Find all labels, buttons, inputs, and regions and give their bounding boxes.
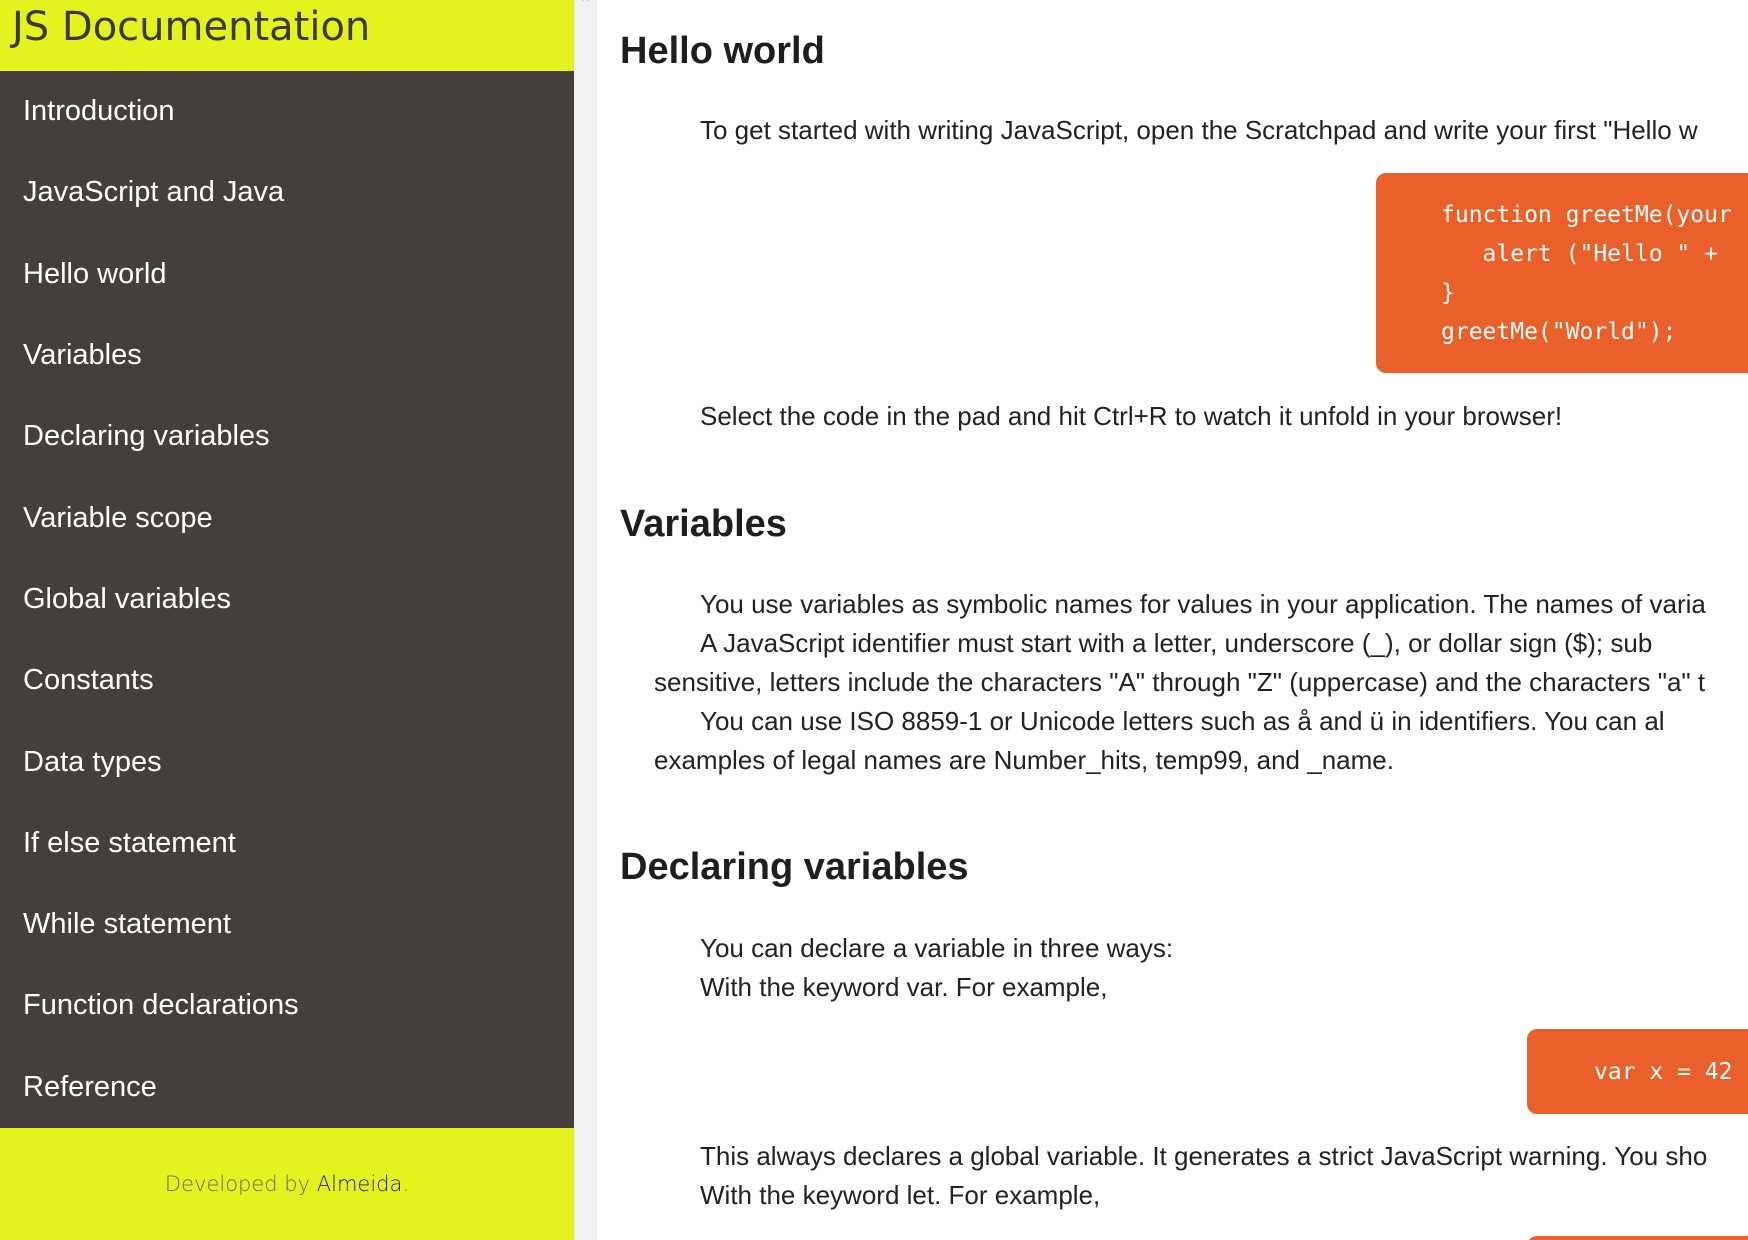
code-block-hello-world: function greetMe(your alert ("Hello " + … (1376, 173, 1748, 373)
nav-item-reference[interactable]: Reference (23, 1070, 157, 1103)
nav-item-if-else-statement[interactable]: If else statement (23, 826, 236, 859)
variables-paragraph-line: examples of legal names are Number_hits,… (654, 745, 1394, 775)
footer-prefix: Developed by (164, 1172, 311, 1196)
section-title-variables: Variables (620, 503, 787, 545)
nav-list: Introduction JavaScript and Java Hello w… (0, 71, 574, 1128)
nav-item-data-types[interactable]: Data types (23, 745, 162, 778)
declaring-line: This always declares a global variable. … (700, 1141, 1708, 1171)
nav-item-variables[interactable]: Variables (23, 339, 142, 372)
main-content: Hello world To get started with writing … (597, 0, 1748, 1240)
nav-item-variable-scope[interactable]: Variable scope (23, 501, 213, 534)
code-line: function greetMe(your (1441, 202, 1732, 228)
hello-world-intro: To get started with writing JavaScript, … (700, 115, 1698, 145)
nav-item-javascript-and-java[interactable]: JavaScript and Java (23, 176, 285, 209)
nav-item-hello-world[interactable]: Hello world (23, 257, 167, 290)
nav-item-constants[interactable]: Constants (23, 664, 154, 697)
footer-author-link[interactable]: Almeida (316, 1172, 403, 1196)
scrollbar-track[interactable] (574, 0, 597, 1240)
nav-item-declaring-variables[interactable]: Declaring variables (23, 420, 270, 453)
declaring-line: With the keyword var. For example, (700, 972, 1108, 1002)
sidebar-footer: Developed by Almeida. (0, 1128, 574, 1240)
code-line: var x = 42 (1594, 1059, 1733, 1085)
variables-paragraph-line: You use variables as symbolic names for … (700, 589, 1706, 619)
code-line: } (1441, 280, 1455, 306)
nav-item-introduction[interactable]: Introduction (23, 95, 175, 128)
nav-item-while-statement[interactable]: While statement (23, 908, 231, 941)
variables-paragraph-line: A JavaScript identifier must start with … (700, 628, 1653, 658)
declaring-line: With the keyword let. For example, (700, 1180, 1101, 1210)
section-title-declaring-variables: Declaring variables (620, 846, 969, 888)
sidebar-header: JS Documentation (0, 0, 574, 71)
variables-paragraph-line: You can use ISO 8859-1 or Unicode letter… (700, 706, 1665, 736)
section-title-hello-world: Hello world (620, 30, 825, 72)
sidebar-title: JS Documentation (12, 4, 371, 50)
variables-paragraph-line: sensitive, letters include the character… (654, 667, 1706, 697)
sidebar: JS Documentation Introduction JavaScript… (0, 0, 574, 1240)
code-block-var: var x = 42 (1527, 1029, 1748, 1114)
hello-world-after: Select the code in the pad and hit Ctrl+… (700, 401, 1563, 431)
nav-item-global-variables[interactable]: Global variables (23, 582, 231, 615)
code-line: greetMe("World"); (1441, 319, 1677, 345)
footer-suffix: . (402, 1172, 410, 1196)
declaring-line: You can declare a variable in three ways… (700, 933, 1174, 963)
scroll-up-arrow-icon[interactable]: ^ (582, 0, 589, 8)
code-block-let-partial (1527, 1236, 1748, 1240)
code-line: alert ("Hello " + (1441, 241, 1718, 267)
nav-item-function-declarations[interactable]: Function declarations (23, 989, 299, 1022)
